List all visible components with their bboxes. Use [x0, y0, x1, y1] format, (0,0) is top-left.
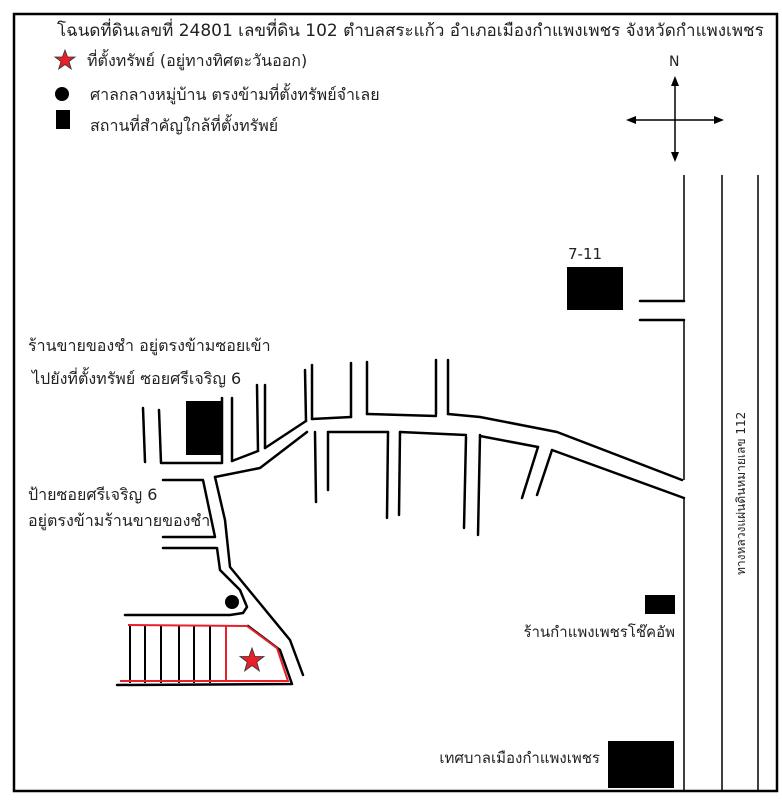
legend-label-property: ที่ตั้งทรัพย์ (อยู่ทางทิศตะวันออก) [87, 49, 307, 71]
seven-eleven-label: 7-11 [568, 245, 602, 263]
square-icon [56, 110, 70, 129]
arrow-left-icon [626, 116, 636, 124]
grocery-landmark [186, 401, 221, 455]
map-frame [12, 12, 779, 793]
arrow-down-icon [671, 152, 679, 162]
circle-icon [55, 87, 69, 101]
property-parcel [120, 624, 290, 683]
highway-112: ทางหลวงแผ่นดินหมายเลข 112 [683, 175, 759, 790]
legend-label-village-hall: ศาลกลางหมู่บ้าน ตรงข้ามที่ตั้งทรัพย์จำเล… [90, 83, 380, 105]
compass: N [626, 54, 724, 162]
soi-sri-charoen-6-road [115, 358, 686, 687]
shock-shop-landmark [645, 595, 675, 614]
star-icon [53, 48, 77, 71]
grocery-label-line2: ไปยังที่ตั้งทรัพย์ ซอยศรีเจริญ 6 [30, 367, 241, 388]
shock-shop-label: ร้านกำแพงเพชรโช๊คอัพ [523, 623, 675, 641]
municipality-landmark [608, 741, 674, 788]
soi-sign-label-line2: อยู่ตรงข้ามร้านขายของชำ [28, 511, 210, 531]
highway-label: ทางหลวงแผ่นดินหมายเลข 112 [734, 412, 748, 575]
arrow-up-icon [671, 76, 679, 86]
legend-label-landmark: สถานที่สำคัญใกล้ที่ตั้งทรัพย์ [90, 114, 278, 135]
municipality-label: เทศบาลเมืองกำแพงเพชร [439, 749, 600, 767]
soi-sign-label-line1: ป้ายซอยศรีเจริญ 6 [28, 485, 157, 504]
property-star-icon [238, 646, 266, 673]
grocery-label-line1: ร้านขายของชำ อยู่ตรงข้ามซอยเข้า [28, 336, 271, 356]
legend: ที่ตั้งทรัพย์ (อยู่ทางทิศตะวันออก) ศาลกล… [53, 48, 380, 135]
compass-north-label: N [669, 54, 679, 70]
village-hall-marker [225, 595, 239, 609]
seven-eleven-landmark [567, 267, 623, 310]
map-title: โฉนดที่ดินเลขที่ 24801 เลขที่ดิน 102 ตำบ… [57, 18, 764, 41]
arrow-right-icon [714, 116, 724, 124]
